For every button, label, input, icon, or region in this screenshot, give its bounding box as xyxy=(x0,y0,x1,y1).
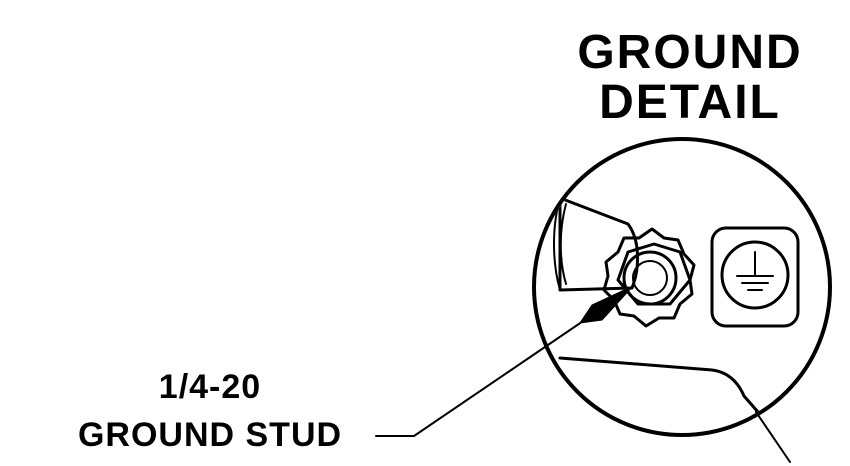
ground-symbol-icon xyxy=(710,226,800,328)
leader-arrowhead xyxy=(578,285,634,324)
leader-line xyxy=(375,295,621,437)
housing-edge xyxy=(558,356,802,433)
callout-line-1: 1/4-20 xyxy=(159,368,261,406)
detail-title-line-1: GROUND xyxy=(577,26,802,79)
housing-edge-extension xyxy=(755,411,791,463)
hex-nut xyxy=(602,227,696,328)
callout-line-2: GROUND STUD xyxy=(78,416,342,454)
detail-title-line-2: DETAIL xyxy=(599,76,781,129)
lock-washer xyxy=(602,227,696,328)
stud-inner-ring xyxy=(632,260,668,296)
stud-outer-ring xyxy=(622,250,678,306)
detail-circle xyxy=(532,137,832,437)
detail-contents xyxy=(553,196,802,433)
